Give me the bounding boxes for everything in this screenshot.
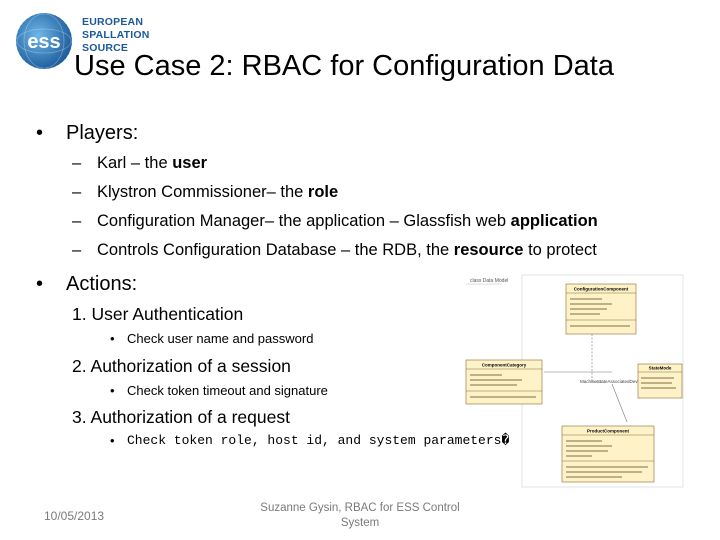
uml-link <box>611 383 628 423</box>
player-text: Klystron Commissioner– the <box>97 183 308 201</box>
player-text: Controls Configuration Database – the RD… <box>97 241 454 259</box>
uml-diagram: class Data Model MachineStateAssociatedD… <box>465 274 684 488</box>
logo-line-3: SOURCE <box>82 42 129 54</box>
player-text-post: to protect <box>523 241 597 259</box>
action-detail-text: Check token timeout and signature <box>127 383 328 398</box>
uml-box: ComponentCategory <box>465 359 543 405</box>
action-label: Authorization of a session <box>90 356 291 376</box>
uml-box: ProductComponent <box>561 425 655 483</box>
players-heading: Players: <box>66 122 139 144</box>
uml-link <box>591 334 602 383</box>
player-bold: application <box>510 212 598 230</box>
footer-author: Suzanne Gysin, RBAC for ESS Control Syst… <box>260 502 460 529</box>
diagram-link-label: MachineStateAssociatedDevice <box>580 379 644 384</box>
uml-box-title: ComponentCategory <box>482 363 527 368</box>
action-item: 2. Authorization of a session <box>72 355 291 377</box>
player-text: Karl – the <box>97 154 173 172</box>
uml-box-title: ConfigurationComponent <box>574 287 629 292</box>
player-bold: user <box>172 154 208 172</box>
bullet-dot-icon: • <box>36 273 44 295</box>
action-number: 2. <box>72 356 87 376</box>
action-item: 1. User Authentication <box>72 303 243 325</box>
logo-wordmark: EUROPEAN SPALLATION SOURCE <box>82 16 150 55</box>
uml-box: StateMode <box>637 363 683 399</box>
bullet-dot-icon: • <box>110 433 115 448</box>
logo-line-1: EUROPEAN <box>82 16 144 28</box>
action-number: 3. <box>72 407 87 427</box>
uml-box: ConfigurationComponent <box>565 283 637 335</box>
bullet-dot-icon: • <box>36 122 44 144</box>
uml-box-title: ProductComponent <box>587 429 629 434</box>
action-item: 3. Authorization of a request <box>72 406 290 428</box>
actions-heading: Actions: <box>66 273 138 295</box>
player-bold: role <box>307 183 339 201</box>
bullet-dot-icon: • <box>110 331 115 346</box>
ess-logo: ess <box>8 10 158 72</box>
uml-box-title: StateMode <box>649 366 672 371</box>
player-bold: resource <box>453 241 524 259</box>
slide-title: Use Case 2: RBAC for Configuration Data <box>74 50 614 82</box>
footer-date: 10/05/2013 <box>44 509 105 523</box>
logo-line-2: SPALLATION <box>82 29 150 41</box>
player-text: Configuration Manager– the application –… <box>97 212 511 230</box>
diagram-header-label: class Data Model <box>470 278 508 284</box>
action-label: User Authentication <box>91 304 244 324</box>
action-detail-text: Check user name and password <box>127 331 314 346</box>
ess-globe-icon: ess <box>15 12 73 70</box>
action-number: 1. <box>72 304 87 324</box>
logo-mark-text: ess <box>27 31 60 53</box>
bullet-dot-icon: • <box>110 383 115 398</box>
action-label: Authorization of a request <box>90 407 290 427</box>
action-detail-text: Check token role, host id, and system pa… <box>127 433 510 448</box>
